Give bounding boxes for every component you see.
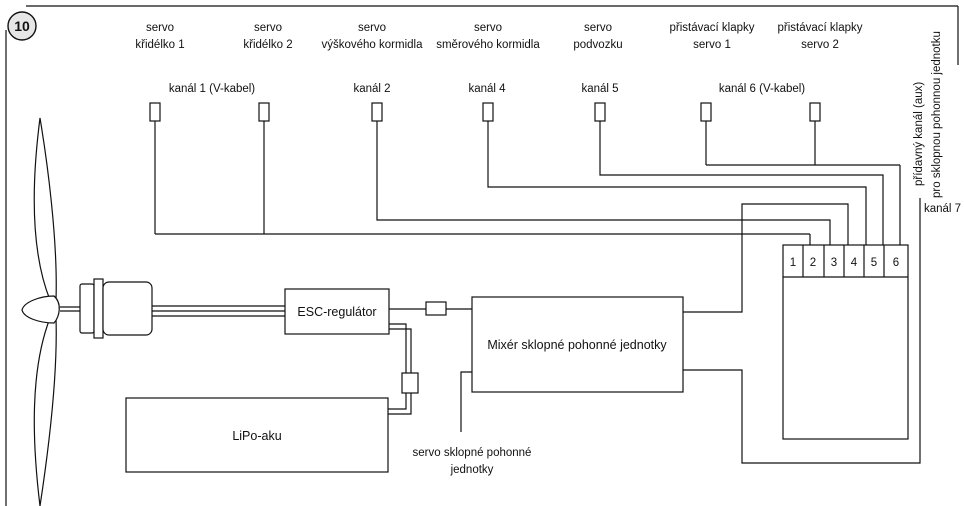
wire-channel-5 <box>599 121 884 245</box>
servo-flap1-label-line1: přistávací klapky <box>669 22 754 34</box>
servo-gear-label-line2: podvozku <box>573 39 622 51</box>
connector-elevator <box>371 102 383 122</box>
connector-rudder <box>482 102 494 122</box>
wire-channel-1 <box>154 121 811 245</box>
wire-channel-4 <box>487 121 867 245</box>
wire-channel-6 <box>705 121 901 245</box>
servo-gear-label-line1: servo <box>584 22 612 34</box>
receiver-slot-5: 5 <box>871 257 877 269</box>
servo-rudder-label-line2: směrového kormidla <box>436 39 540 51</box>
servo-aileron2-label-line1: servo <box>254 22 282 34</box>
aux-channel-label-line1: přídavný kanál (aux) <box>913 82 925 186</box>
connector-flap1 <box>700 102 712 122</box>
tilt-servo-lead <box>460 371 472 432</box>
receiver-slot-3: 3 <box>831 257 837 269</box>
servo-elevator-label-line2: výškového kormidla <box>322 39 424 51</box>
wire-esc-to-mixer <box>389 301 472 316</box>
propeller-icon <box>21 117 60 506</box>
servo-rudder-label-line1: servo <box>474 22 502 34</box>
esc-label: ESC-regulátor <box>297 305 376 319</box>
wire-esc-to-motor <box>152 305 285 317</box>
connector-gear <box>594 102 606 122</box>
mixer: Mixér sklopné pohonné jednotky <box>471 296 684 393</box>
motor-icon <box>60 278 153 339</box>
figure-number-badge: 10 <box>7 11 37 41</box>
mixer-label: Mixér sklopné pohonné jednotky <box>487 338 667 352</box>
receiver-slot-6: 6 <box>893 257 899 269</box>
channel-7-label: kanál 7 <box>924 203 961 215</box>
channel-6-label: kanál 6 (V-kabel) <box>719 83 805 95</box>
figure-number: 10 <box>14 18 30 34</box>
aux-channel-label-line2: pro sklopnou pohonnou jednotku <box>931 31 943 198</box>
receiver-slot-1: 1 <box>790 257 796 269</box>
channel-2-label: kanál 2 <box>353 83 390 95</box>
receiver: 1 2 3 4 5 6 <box>782 244 909 440</box>
wire-channel-2 <box>376 121 831 245</box>
servo-flap2-label-line2: servo 2 <box>801 39 839 51</box>
wire-mixer-to-receiver <box>683 203 849 313</box>
connector-battery <box>401 372 419 394</box>
channel-5-label: kanál 5 <box>581 83 618 95</box>
servo-aileron1-label-line2: křidélko 1 <box>135 39 184 51</box>
connector-flap2 <box>809 102 821 122</box>
servo-flap1-label-line2: servo 1 <box>693 39 731 51</box>
mixer-body <box>471 296 684 393</box>
servo-aileron1-label-line1: servo <box>146 22 174 34</box>
tilt-servo-label-line1: servo sklopné pohonné <box>413 447 532 459</box>
receiver-slot-2: 2 <box>810 257 816 269</box>
wire-esc-to-battery <box>388 323 419 415</box>
battery-body <box>125 397 389 473</box>
connector-esc-signal <box>425 301 447 316</box>
connector-aileron2 <box>258 102 270 122</box>
servo-elevator-label-line1: servo <box>358 22 386 34</box>
tilt-servo-label-line2: jednotky <box>450 464 494 476</box>
wire-channel-7 <box>683 198 921 464</box>
channel-4-label: kanál 4 <box>468 83 506 95</box>
servo-aileron2-label-line2: křidélko 2 <box>243 39 292 51</box>
connector-aileron1 <box>149 102 161 122</box>
battery: LiPo-aku <box>125 397 389 473</box>
servo-flap2-label-line1: přistávací klapky <box>777 22 862 34</box>
esc: ESC-regulátor <box>284 288 390 335</box>
channel-1-label: kanál 1 (V-kabel) <box>169 83 255 95</box>
receiver-body <box>782 244 909 440</box>
battery-label: LiPo-aku <box>232 429 281 443</box>
receiver-slot-4: 4 <box>851 257 858 269</box>
